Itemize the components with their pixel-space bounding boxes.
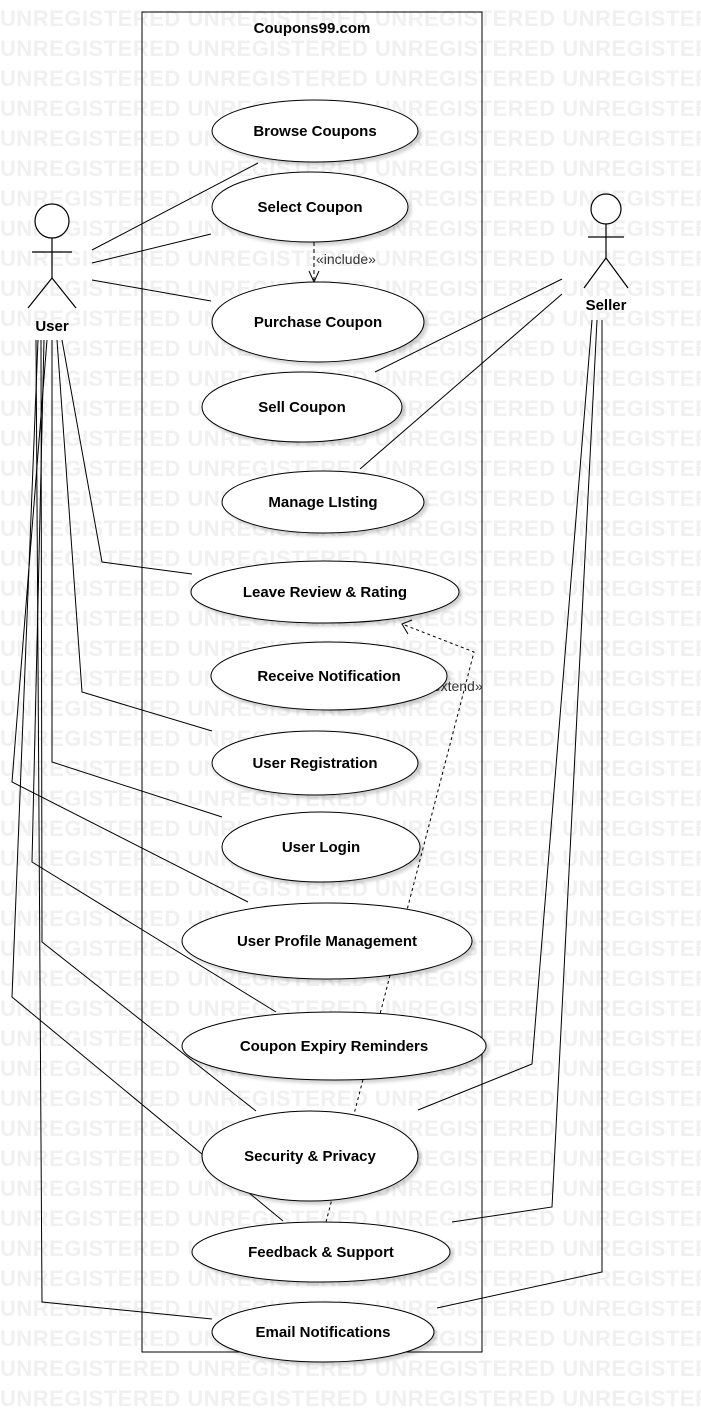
assoc-user-email — [35, 339, 213, 1320]
use-case-shape — [211, 171, 409, 243]
use-case-label: Manage LIsting — [268, 494, 377, 511]
system-title: Coupons99.com — [254, 20, 371, 37]
use-case-label: User Profile Management — [237, 933, 417, 950]
seller-actor[interactable] — [583, 193, 629, 289]
assoc-seller-sell — [374, 278, 563, 373]
use-case-feedback-support[interactable]: Feedback & Support — [191, 1221, 451, 1283]
use-case-label: Purchase Coupon — [254, 314, 382, 331]
use-case-label: Coupon Expiry Reminders — [240, 1038, 428, 1055]
use-case-label: Feedback & Support — [248, 1244, 394, 1261]
use-case-receive-notification[interactable]: Receive Notification — [210, 641, 448, 711]
extend-line — [325, 623, 475, 1223]
use-case-sell-coupon[interactable]: Sell Coupon — [201, 371, 403, 443]
assoc-user-review — [61, 339, 193, 575]
use-case-purchase-coupon[interactable]: Purchase Coupon — [211, 281, 425, 363]
include-label: «include» — [316, 251, 376, 267]
assoc-user-login — [51, 340, 223, 818]
assoc-user-profile — [11, 339, 249, 903]
use-case-browse-coupons[interactable]: Browse Coupons — [211, 99, 419, 163]
use-case-shape — [221, 811, 421, 883]
assoc-user-select — [91, 233, 212, 264]
seller-actor-right-leg — [605, 257, 629, 289]
user-actor[interactable] — [27, 203, 77, 309]
use-case-shape — [201, 1110, 419, 1202]
assoc-user-purchase — [91, 279, 212, 302]
use-case-user-registration[interactable]: User Registration — [211, 730, 419, 796]
use-case-label: Sell Coupon — [258, 399, 346, 416]
use-case-label: Security & Privacy — [244, 1148, 376, 1165]
use-case-shape — [210, 641, 448, 711]
seller-actor-label: Seller — [586, 297, 627, 314]
assoc-seller-manage — [359, 293, 563, 470]
assoc-user-registration — [56, 339, 213, 732]
use-case-security-privacy[interactable]: Security & Privacy — [201, 1110, 419, 1202]
assoc-user-feedback — [11, 339, 284, 1222]
assoc-user-security — [40, 339, 257, 1112]
use-case-shape — [221, 470, 425, 534]
use-case-leave-review-rating[interactable]: Leave Review & Rating — [190, 560, 460, 624]
use-case-coupon-expiry-reminders[interactable]: Coupon Expiry Reminders — [181, 1011, 487, 1081]
assoc-seller-feedback — [451, 319, 598, 1223]
use-case-label: Select Coupon — [257, 199, 362, 216]
use-case-shape — [201, 371, 403, 443]
use-case-label: User Login — [282, 839, 360, 856]
include-relationship: «include» — [308, 242, 376, 284]
assoc-seller-email — [436, 320, 603, 1309]
use-case-label: Email Notifications — [255, 1324, 390, 1341]
use-case-shape — [181, 902, 473, 980]
use-case-shape — [211, 281, 425, 363]
use-case-label: Browse Coupons — [253, 123, 376, 140]
extend-arrowhead — [401, 619, 413, 635]
use-case-shape — [191, 1221, 451, 1283]
assoc-seller-security — [417, 319, 593, 1111]
seller-actor-head — [590, 193, 622, 225]
user-actor-head — [34, 203, 70, 239]
use-case-shape — [211, 99, 419, 163]
use-case-shape — [181, 1011, 487, 1081]
use-case-email-notifications[interactable]: Email Notifications — [211, 1301, 435, 1363]
user-actor-label: User — [35, 318, 69, 335]
associations — [11, 162, 603, 1320]
assoc-user-browse — [91, 162, 259, 251]
use-case-shape — [190, 560, 460, 624]
use-case-shape — [211, 1301, 435, 1363]
use-case-user-profile-management[interactable]: User Profile Management — [181, 902, 473, 980]
user-actor-left-leg — [27, 277, 53, 309]
use-case-select-coupon[interactable]: Select Coupon — [211, 171, 409, 243]
assoc-user-expiry — [31, 339, 277, 1013]
user-actor-right-leg — [51, 277, 77, 309]
use-case-label: Receive Notification — [257, 668, 400, 685]
use-case-shape — [211, 730, 419, 796]
use-case-label: Leave Review & Rating — [243, 584, 407, 601]
use-case-user-login[interactable]: User Login — [221, 811, 421, 883]
use-case-manage-listing[interactable]: Manage LIsting — [221, 470, 425, 534]
use-case-label: User Registration — [252, 755, 377, 772]
seller-actor-left-leg — [583, 257, 607, 289]
